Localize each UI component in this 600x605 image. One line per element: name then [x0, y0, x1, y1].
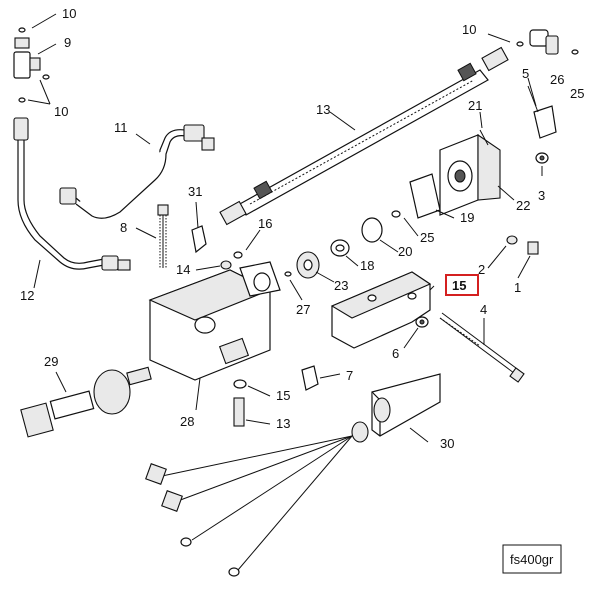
fitting-31 — [191, 225, 207, 254]
callout-10: 10 — [62, 6, 76, 21]
callout-23: 22 — [516, 198, 530, 213]
wire-harness — [145, 435, 353, 577]
callout-9: 9 — [64, 35, 71, 50]
reference-code-box: fs400gr — [502, 544, 562, 574]
reference-code: fs400gr — [510, 552, 554, 567]
callout-27: 27 — [296, 302, 310, 317]
callout-10: 10 — [54, 104, 68, 119]
callout-31: 31 — [188, 184, 202, 199]
callout-18: 16 — [258, 216, 272, 231]
callout-7: 7 — [346, 368, 353, 383]
leader-lines — [27, 13, 543, 443]
washer-6 — [415, 316, 429, 328]
callout-21: 20 — [398, 244, 412, 259]
callout-20: 19 — [460, 210, 474, 225]
callout-12: 12 — [20, 288, 34, 303]
clamp-7 — [301, 365, 319, 391]
callout-8: 8 — [120, 220, 127, 235]
highlight-box — [445, 274, 479, 296]
sensor-30 — [351, 373, 441, 443]
fuel-line-11 — [59, 124, 215, 219]
callout-labels: 10 9 10 11 12 13 10 5 26 25 21 3 22 19 2… — [20, 6, 584, 451]
screw-15 — [233, 397, 245, 427]
callout-19: 18 — [360, 258, 374, 273]
nut-2 — [506, 235, 518, 245]
callout-25: 25 — [570, 86, 584, 101]
bracket-14 — [330, 271, 432, 349]
seal-21 — [361, 217, 383, 243]
callout-25: 25 — [420, 230, 434, 245]
callout-30: 30 — [440, 436, 454, 451]
nut-16 — [220, 260, 232, 270]
washer-3 — [535, 152, 549, 164]
hose-13 — [219, 46, 509, 226]
callout-16: 14 — [176, 262, 190, 277]
solenoid-29 — [20, 366, 152, 438]
callout-11: 11 — [114, 120, 128, 135]
washer-19 — [330, 239, 350, 257]
washer-18 — [233, 251, 243, 259]
callout-15: 13 — [276, 416, 290, 431]
callout-13: 13 — [316, 102, 330, 117]
callout-14: 15 — [452, 278, 466, 293]
fitting-9 — [13, 27, 50, 103]
callout-2: 2 — [478, 262, 485, 277]
washer-17 — [233, 379, 247, 389]
rod-4 — [439, 312, 525, 383]
callout-29: 29 — [44, 354, 58, 369]
flange-24 — [296, 251, 320, 279]
callout-28: 28 — [180, 414, 194, 429]
gasket-20 — [409, 173, 441, 219]
housing-28 — [148, 261, 281, 381]
callout-26: 26 — [550, 72, 564, 87]
elbow-fitting-26 — [516, 29, 579, 55]
callout-22: 21 — [468, 98, 482, 113]
pump-23 — [439, 129, 501, 216]
oring-27 — [284, 271, 292, 277]
bolt-8 — [157, 204, 169, 268]
callout-24: 23 — [334, 278, 348, 293]
callout-1: 1 — [514, 280, 521, 295]
callout-4: 4 — [480, 302, 487, 317]
callout-3: 3 — [538, 188, 545, 203]
seal-25-small — [391, 210, 401, 218]
screw-1 — [527, 241, 539, 255]
callout-17: 15 — [276, 388, 290, 403]
callout-10: 10 — [462, 22, 476, 37]
callout-5: 5 — [522, 66, 529, 81]
clamp-5 — [527, 85, 557, 139]
callout-6: 6 — [392, 346, 399, 361]
